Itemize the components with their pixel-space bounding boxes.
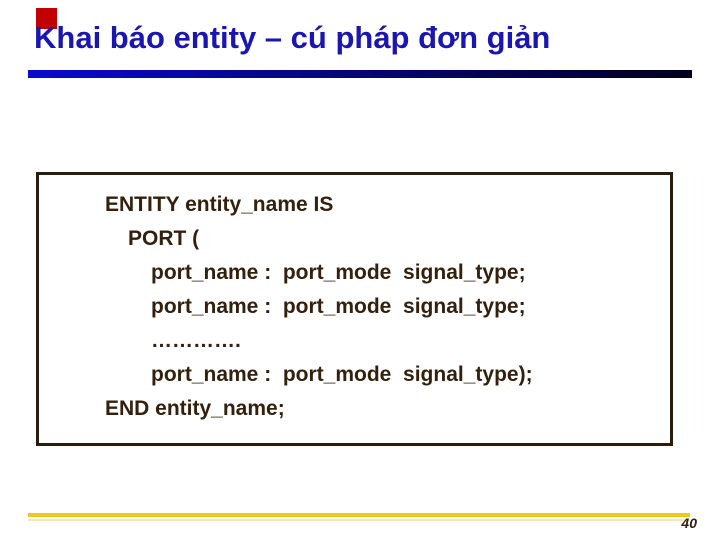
footer-yellow-line — [28, 513, 690, 517]
page-number: 40 — [681, 515, 697, 531]
slide-title: Khai báo entity – cú pháp đơn giản — [34, 20, 551, 55]
footer-yellow-line-thin — [28, 519, 690, 521]
code-box: ENTITY entity_name IS PORT ( port_name :… — [36, 172, 673, 446]
code-line-entity: ENTITY entity_name IS — [105, 193, 334, 216]
red-square-decoration — [36, 8, 57, 29]
code-line-port-1: port_name : port_mode signal_type; — [151, 261, 526, 284]
code-line-ellipsis: …………. — [151, 329, 241, 352]
code-line-port-open: PORT ( — [128, 227, 200, 250]
code-line-end: END entity_name; — [105, 397, 285, 420]
code-line-port-2: port_name : port_mode signal_type; — [151, 295, 526, 318]
title-underline-bar — [28, 70, 692, 78]
code-line-port-last: port_name : port_mode signal_type); — [151, 363, 533, 386]
